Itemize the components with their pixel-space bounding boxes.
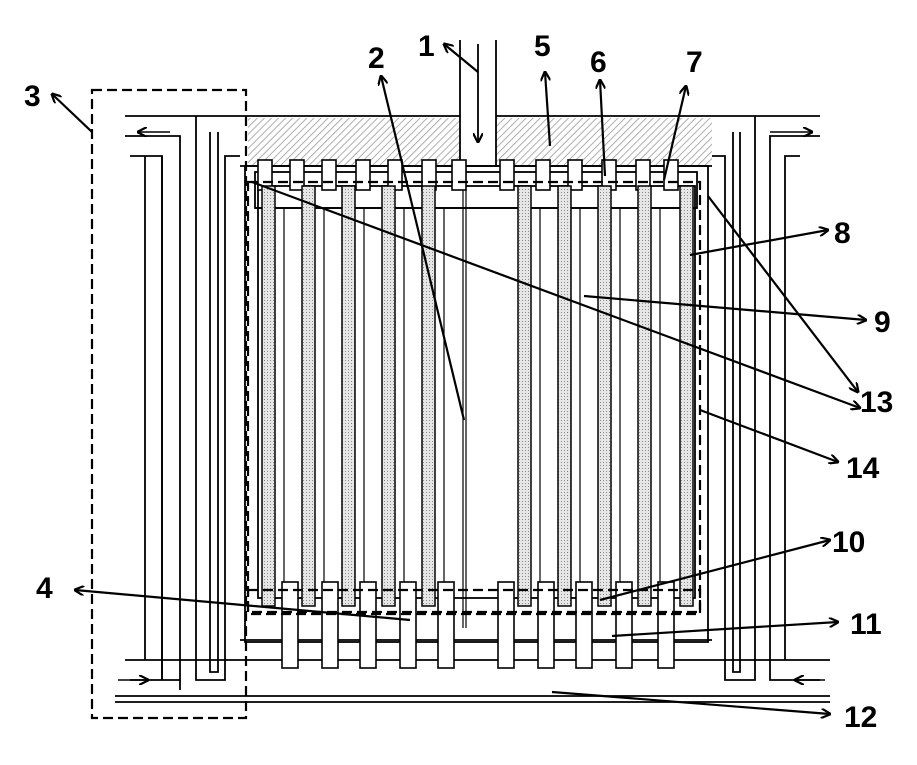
- top-tooth: [322, 160, 336, 190]
- label-12: 12: [844, 701, 877, 734]
- label-5: 5: [534, 30, 551, 63]
- bottom-tooth: [498, 582, 514, 668]
- label-6: 6: [590, 46, 607, 79]
- electrode-strip: [262, 186, 275, 606]
- electrode-strip: [302, 186, 315, 606]
- label-7: 7: [686, 46, 703, 79]
- electrode-strip: [638, 186, 651, 606]
- top-tooth: [500, 160, 514, 190]
- electrode-strip: [598, 186, 611, 606]
- label-2: 2: [368, 42, 385, 75]
- label-10: 10: [832, 526, 865, 559]
- bottom-tooth: [400, 582, 416, 668]
- top-tooth: [356, 160, 370, 190]
- electrode-strip: [518, 186, 531, 606]
- label-1: 1: [418, 30, 435, 63]
- electrode-strip: [680, 186, 693, 606]
- bottom-tooth: [658, 582, 674, 668]
- label-4: 4: [36, 572, 53, 605]
- label-8: 8: [834, 217, 851, 250]
- bottom-tooth: [576, 582, 592, 668]
- electrode-strip: [382, 186, 395, 606]
- label-14: 14: [846, 452, 880, 485]
- electrode-strip: [558, 186, 571, 606]
- electrode-strips: [262, 186, 693, 606]
- bottom-tooth: [360, 582, 376, 668]
- hatched-blocks: [248, 118, 712, 166]
- central-inlet: [460, 40, 496, 628]
- label-3: 3: [24, 80, 41, 113]
- bottom-tooth: [322, 582, 338, 668]
- label-11: 11: [850, 608, 882, 641]
- label-13: 13: [860, 386, 893, 419]
- bottom-tooth: [538, 582, 554, 668]
- electrode-strip: [342, 186, 355, 606]
- bottom-tooth: [282, 582, 298, 668]
- top-tooth: [536, 160, 550, 190]
- right-serpentine-channel: [712, 116, 820, 680]
- outer-frame: [115, 116, 830, 702]
- label-9: 9: [874, 306, 891, 339]
- top-tooth: [452, 160, 466, 190]
- bottom-tooth: [438, 582, 454, 668]
